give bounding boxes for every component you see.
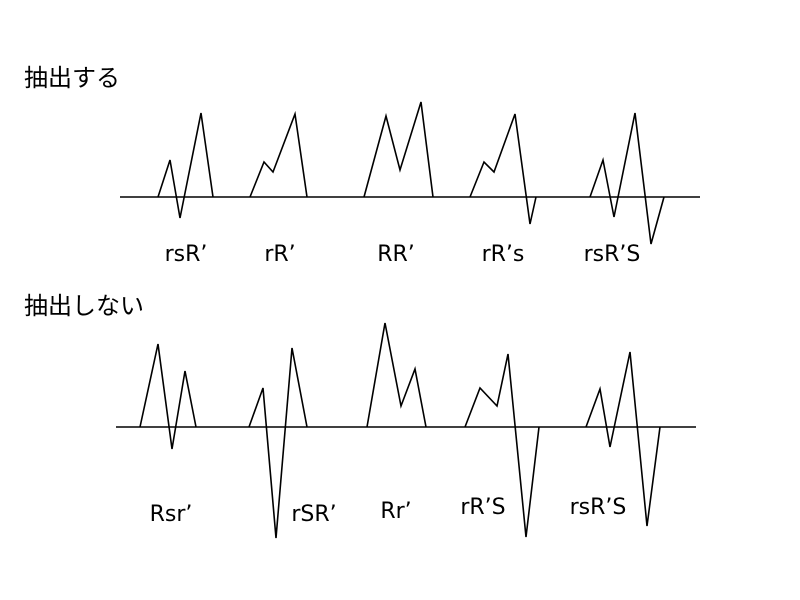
no-extract-group: Rsr’ rSR’ Rr’ rR’S rsR’S (116, 322, 696, 539)
wave-label-extract-2: rR’ (264, 242, 295, 267)
wave-label-no-extract-4: rR’S (460, 495, 505, 520)
wave-label-extract-1: rsR’ (165, 242, 208, 267)
wave-label-no-extract-3: Rr’ (380, 499, 411, 524)
wave-label-extract-3: RR’ (377, 242, 415, 267)
wave-label-extract-5: rsR’S (584, 242, 641, 267)
wave-no-extract-1 (139, 343, 197, 450)
wave-extract-5 (589, 112, 665, 245)
wave-label-no-extract-1: Rsr’ (150, 502, 193, 527)
section-title-no-extract: 抽出しない (24, 292, 144, 320)
wave-no-extract-3 (366, 322, 427, 428)
wave-extract-4 (469, 113, 537, 225)
extract-group: rsR’ rR’ RR’ rR’s rsR’S (120, 101, 700, 267)
wave-label-no-extract-5: rsR’S (570, 495, 627, 520)
wave-label-extract-4: rR’s (482, 242, 525, 267)
wave-no-extract-2 (248, 347, 308, 539)
wave-no-extract-4 (464, 353, 540, 538)
wave-extract-3 (363, 101, 434, 198)
wave-extract-2 (249, 110, 308, 198)
wave-no-extract-5 (585, 351, 661, 527)
wave-extract-1 (157, 112, 214, 219)
wave-label-no-extract-2: rSR’ (291, 502, 336, 527)
section-title-extract: 抽出する (24, 64, 120, 92)
